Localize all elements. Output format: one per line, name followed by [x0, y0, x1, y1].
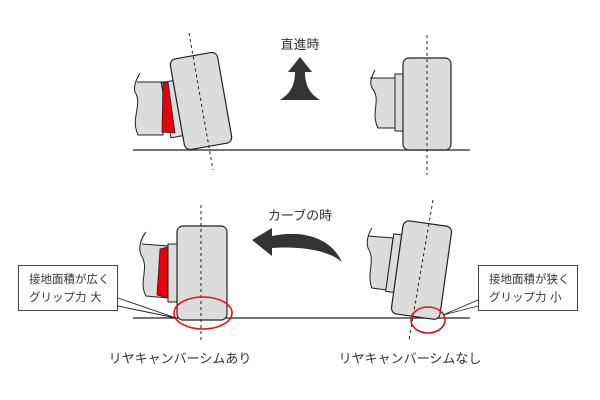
callout-text-line1: 接地面積が広く — [29, 272, 110, 286]
suspension-body — [370, 69, 396, 129]
callout-pointer — [442, 299, 479, 316]
callout-text-line1: 接地面積が狭く — [489, 272, 570, 286]
callout-pointer — [117, 297, 177, 319]
callout-without-shim: 接地面積が狭く グリップ力 小 — [478, 265, 578, 311]
callout-text-line2: グリップ力 小 — [489, 290, 562, 304]
straight-arrow-icon — [280, 57, 320, 100]
hub — [167, 243, 178, 303]
wheel-straight-with-shim — [134, 32, 233, 171]
tire-axis — [188, 32, 214, 171]
wheel-curve-no-shim — [366, 199, 479, 341]
heading-curve: カーブの時 — [267, 209, 333, 224]
caption-without-shim: リヤキャンバーシムなし — [338, 352, 482, 367]
suspension-body — [134, 72, 166, 136]
wheel-straight-no-shim — [370, 35, 452, 175]
caption-with-shim: リヤキャンバーシムあり — [108, 352, 252, 367]
tire — [176, 225, 228, 321]
hub — [394, 73, 404, 132]
wheel-curve-with-shim — [117, 205, 233, 342]
contact-highlight — [410, 306, 446, 334]
curve-arrow-icon — [252, 228, 342, 262]
tire — [390, 220, 453, 320]
callout-with-shim: 接地面積が広く グリップ力 大 — [18, 265, 118, 311]
suspension-body — [366, 227, 394, 291]
camber-shim — [161, 81, 176, 134]
callout-text-line2: グリップ力 大 — [29, 290, 102, 304]
contact-highlight — [173, 296, 233, 330]
heading-straight: 直進時 — [280, 38, 320, 53]
